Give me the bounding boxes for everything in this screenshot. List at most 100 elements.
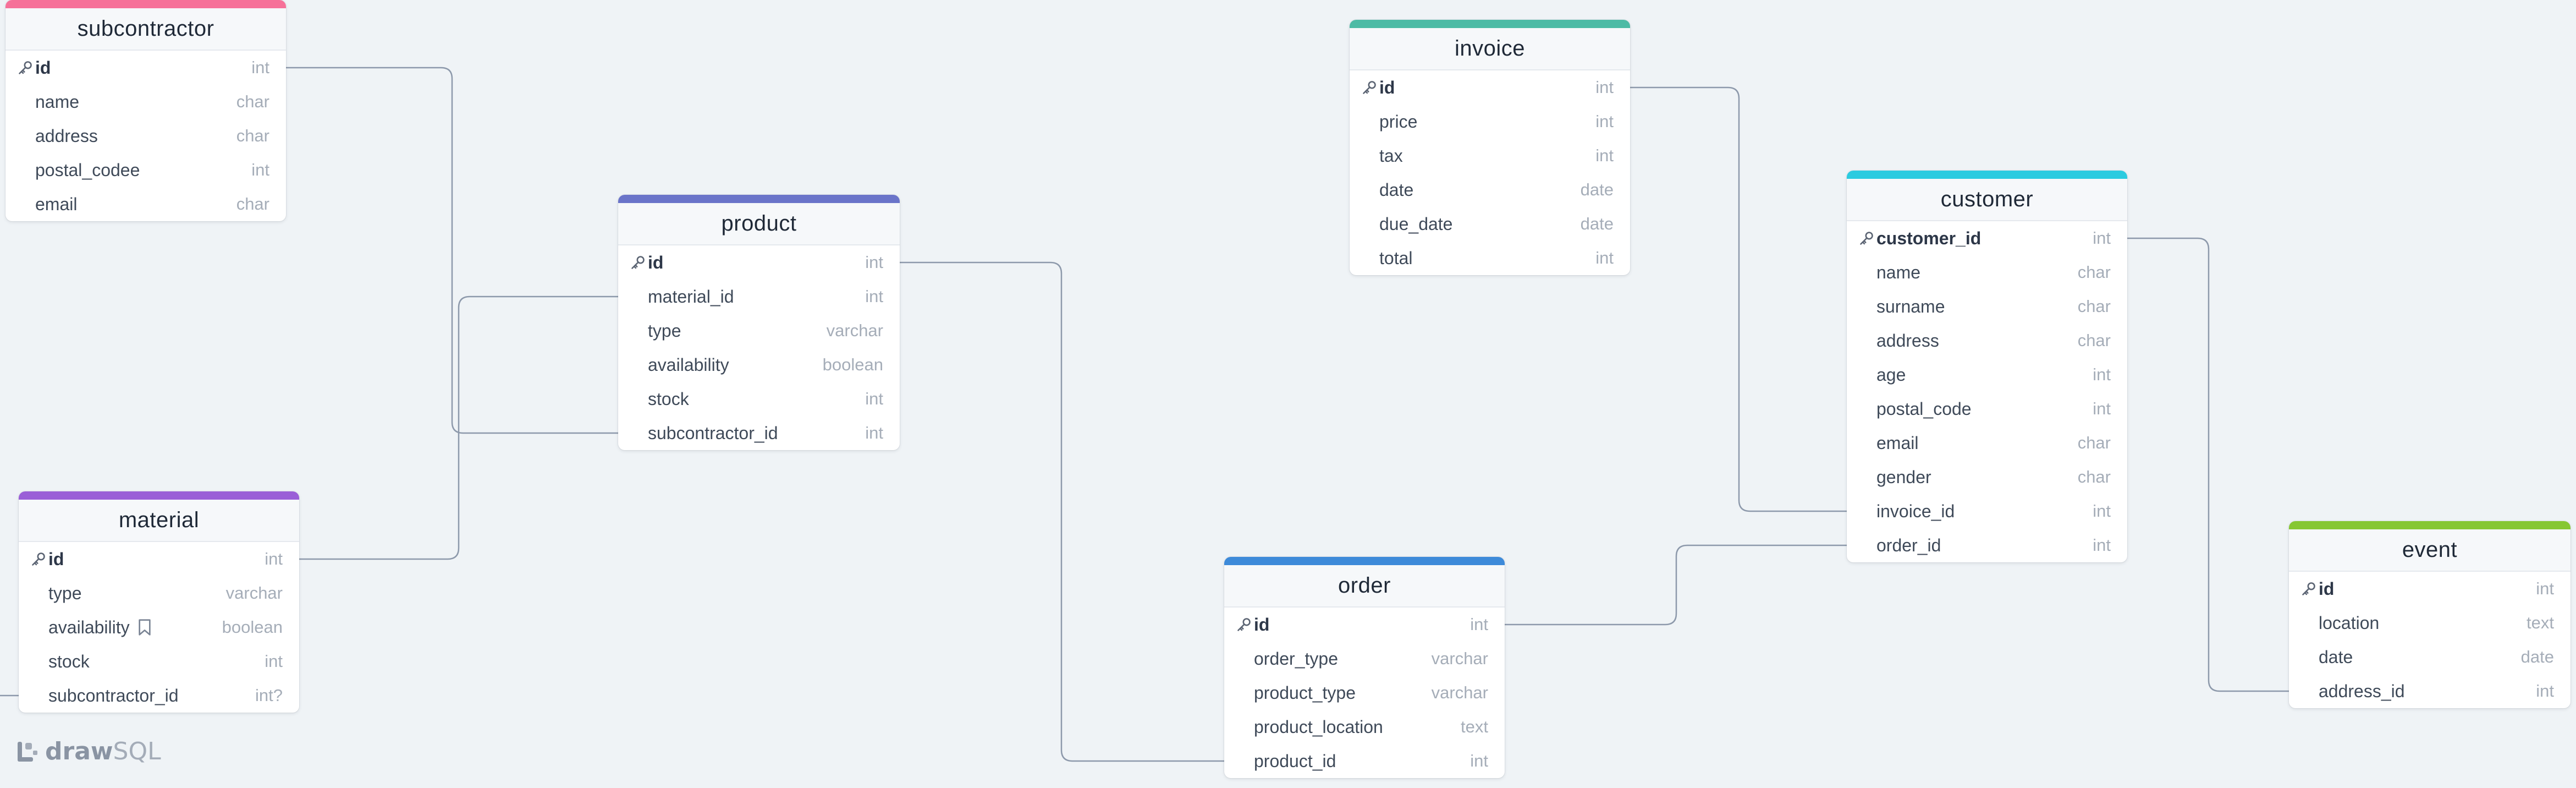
key-cell [5,60,35,75]
table-title[interactable]: subcontractor [5,0,286,51]
table-title[interactable]: product [618,195,900,245]
primary-key-icon [2302,582,2315,595]
column-name: surname [1876,297,2078,317]
table-row[interactable]: tax int [1350,139,1630,173]
column-type: int [865,287,883,306]
column-name: id [1254,615,1470,635]
table-title[interactable]: event [2289,521,2571,572]
table-title[interactable]: order [1224,557,1505,608]
relation-line-subcontractor-product[interactable] [286,67,618,434]
column-name: type [48,583,226,604]
column-type: text [2527,613,2554,632]
column-type: varchar [1431,683,1488,702]
relation-line-material-product[interactable] [299,296,618,560]
column-name: postal_codee [35,160,251,180]
column-name: stock [648,389,865,409]
column-name: id [2319,579,2536,599]
relation-line-order-customer[interactable] [1505,544,1847,626]
primary-key-icon [1860,232,1873,245]
column-type: int [2536,579,2554,598]
column-name-text: subcontractor_id [648,423,778,443]
column-name-text: tax [1379,145,1403,166]
table-title[interactable]: invoice [1350,20,1630,70]
column-name-text: email [1876,433,1919,453]
table-title[interactable]: material [19,491,299,542]
key-cell [618,255,648,270]
column-type: varchar [826,321,883,340]
key-cell [1350,80,1379,95]
column-name: postal_code [1876,399,2093,419]
primary-key-icon [19,61,32,74]
column-name: location [2319,613,2527,633]
column-name: address [1876,331,2078,351]
column-type: int [1595,146,1614,165]
column-name-text: product_type [1254,682,1356,703]
bookmark-note-icon[interactable] [136,619,153,636]
relation-line-product-order[interactable] [900,261,1224,762]
column-type: date [1580,214,1614,233]
column-name-text: gender [1876,467,1931,487]
column-name-text: id [648,252,664,272]
column-type: int [1595,78,1614,97]
table-row[interactable]: product_type varchar [1224,676,1505,710]
relation-line-customer-event[interactable] [2127,237,2289,692]
logo-word-sql: SQL [113,737,161,765]
key-cell [1847,231,1876,246]
drawsql-logo: draw SQL [15,737,161,765]
column-name: age [1876,365,2093,385]
relation-line-invoice-customer[interactable] [1630,86,1847,512]
column-name-text: address_id [2319,681,2405,701]
table-title[interactable]: customer [1847,171,2127,221]
column-name-text: availability [648,354,729,375]
column-name-text: availability [48,617,130,637]
column-name: availability [648,355,823,375]
